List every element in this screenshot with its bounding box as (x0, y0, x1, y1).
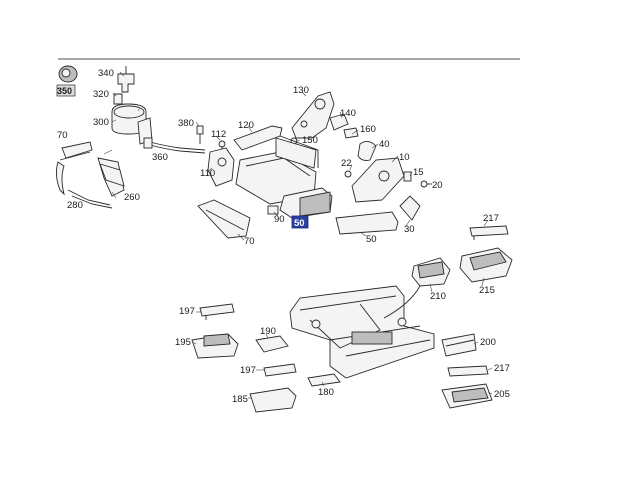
callout-190[interactable]: 190 (260, 326, 276, 337)
part-50-lower-trim[interactable] (335, 211, 399, 235)
callout-22[interactable]: 22 (341, 158, 352, 169)
callout-280[interactable]: 280 (67, 200, 83, 211)
callout-205[interactable]: 205 (494, 389, 510, 400)
callout-50-highlight (291, 215, 309, 229)
part-70-rail[interactable] (197, 199, 251, 239)
part-50-trim-panel[interactable] (279, 187, 333, 219)
part-110-cover[interactable] (207, 147, 235, 187)
part-90-bracket[interactable] (267, 205, 279, 215)
callout-217-top[interactable]: 217 (483, 213, 499, 224)
part-360-cable[interactable] (143, 137, 206, 154)
part-160-clip[interactable] (343, 127, 359, 139)
part-arrow (383, 285, 421, 319)
callout-20[interactable]: 20 (432, 180, 443, 191)
callout-50-highlighted[interactable]: 50 (294, 218, 305, 229)
callout-30[interactable]: 30 (404, 224, 415, 235)
part-140-clip[interactable] (329, 113, 349, 131)
callout-340[interactable]: 340 (98, 68, 114, 79)
callout-197-bottom[interactable]: 197 (240, 365, 256, 376)
callout-200[interactable]: 200 (480, 337, 496, 348)
part-185-adjuster[interactable] (249, 387, 297, 413)
part-217-bottom-rail[interactable] (447, 365, 489, 377)
part-30-cap[interactable] (399, 195, 421, 221)
callout-70-bottom[interactable]: 70 (244, 236, 255, 247)
callout-160[interactable]: 160 (360, 124, 376, 135)
part-200-linkage[interactable] (441, 333, 477, 357)
callout-180[interactable]: 180 (318, 387, 334, 398)
part-210-motor[interactable] (411, 257, 451, 287)
callout-150[interactable]: 150 (302, 135, 318, 146)
callout-215[interactable]: 215 (479, 285, 495, 296)
callout-90[interactable]: 90 (274, 214, 285, 225)
callout-130[interactable]: 130 (293, 85, 309, 96)
part-180-clip[interactable] (307, 373, 341, 387)
callout-195[interactable]: 195 (175, 337, 191, 348)
part-300-motor[interactable] (111, 103, 153, 145)
part-20-screw[interactable] (420, 180, 432, 188)
callout-197-top[interactable]: 197 (179, 306, 195, 317)
part-10-side-panel[interactable] (351, 157, 405, 203)
callout-350[interactable]: 350 (57, 86, 72, 96)
callout-350-box[interactable]: 350 (57, 86, 72, 96)
part-195-adjuster[interactable] (191, 333, 239, 359)
part-22-screw[interactable] (344, 170, 352, 178)
callout-380[interactable]: 380 (178, 118, 194, 129)
callout-360[interactable]: 360 (152, 152, 168, 163)
callout-50[interactable]: 50 (366, 234, 377, 245)
callout-210[interactable]: 210 (430, 291, 446, 302)
part-380-bolt[interactable] (196, 125, 204, 144)
part-130-bracket[interactable] (291, 91, 335, 139)
callout-217-bottom[interactable]: 217 (494, 363, 510, 374)
callout-10[interactable]: 10 (399, 152, 410, 163)
part-350-knob[interactable] (56, 65, 78, 97)
callout-70-left[interactable]: 70 (57, 130, 68, 141)
part-15-clip[interactable] (403, 171, 412, 182)
part-190-switch[interactable] (255, 335, 289, 353)
part-197-bottom-slide[interactable] (263, 363, 297, 377)
part-340-clip[interactable] (117, 66, 135, 93)
callout-185[interactable]: 185 (232, 394, 248, 405)
callout-260[interactable]: 260 (124, 192, 140, 203)
part-215-housing[interactable] (459, 247, 513, 283)
callout-300[interactable]: 300 (93, 117, 109, 128)
callout-112[interactable]: 112 (211, 129, 226, 140)
part-205-slide[interactable] (441, 383, 493, 409)
callout-140[interactable]: 140 (340, 108, 356, 119)
part-260-cover[interactable] (99, 163, 125, 187)
callout-40[interactable]: 40 (379, 139, 390, 150)
part-seat-frame[interactable] (289, 285, 435, 379)
callout-120[interactable]: 120 (238, 120, 254, 131)
callout-15[interactable]: 15 (413, 167, 424, 178)
callout-110[interactable]: 110 (200, 168, 215, 179)
part-40-bracket[interactable] (357, 141, 377, 161)
part-197-top-slide[interactable] (199, 303, 235, 320)
part-120-trim[interactable] (233, 125, 283, 151)
part-217-top-rail[interactable] (469, 225, 509, 240)
callout-320[interactable]: 320 (93, 89, 109, 100)
part-cushion-frame[interactable] (235, 135, 319, 205)
